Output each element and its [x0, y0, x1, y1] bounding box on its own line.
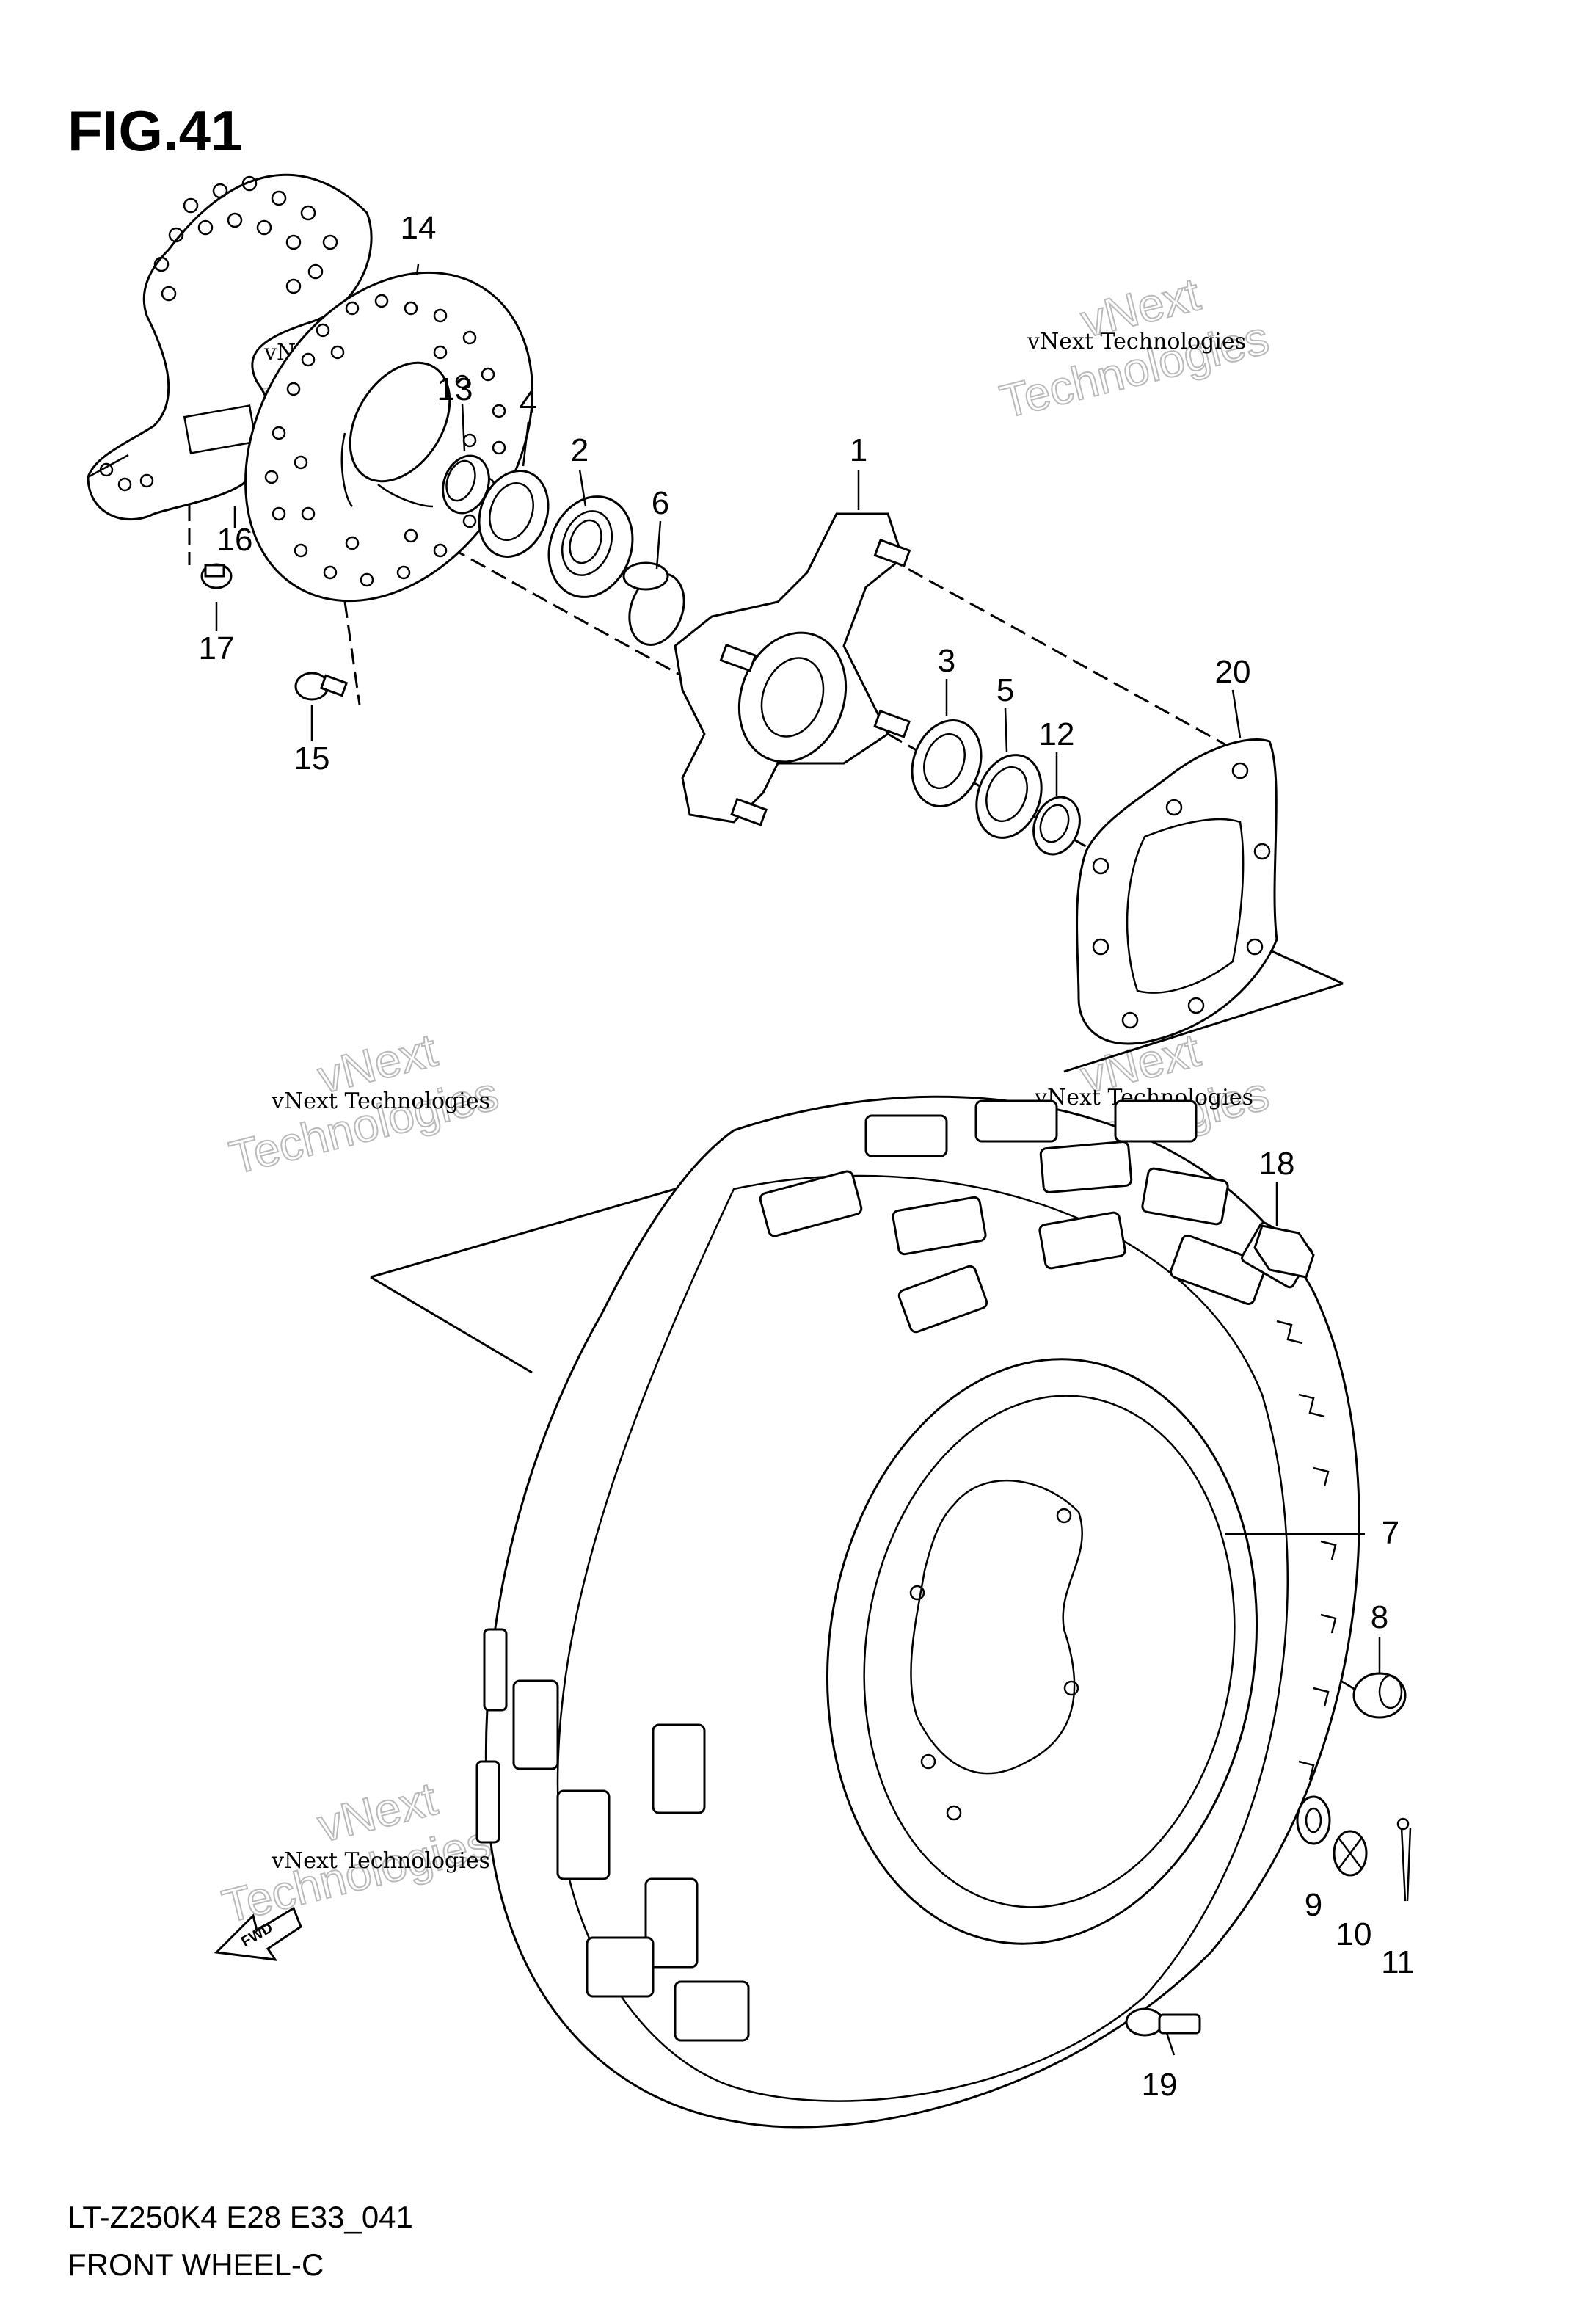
- part-8-nut: [1352, 1672, 1407, 1719]
- callout-15: 15: [294, 741, 330, 777]
- watermark-small: vNext Technologies: [271, 1088, 490, 1114]
- part-9-washer: [1296, 1795, 1331, 1845]
- part-16-disc-cover: [87, 173, 373, 521]
- callout-6: 6: [652, 485, 669, 521]
- callout-16: 16: [217, 522, 253, 558]
- callout-leaders: [215, 263, 1381, 2056]
- part-6-spacer: [622, 561, 685, 646]
- watermark-small: vNext Technologies: [271, 1848, 490, 1874]
- callout-1: 1: [850, 432, 867, 468]
- callout-2: 2: [571, 432, 589, 468]
- callout-20: 20: [1215, 654, 1251, 690]
- callout-4: 4: [520, 385, 537, 421]
- watermark-small: vNext Technologies: [1027, 329, 1246, 355]
- part-13-spacer: [442, 454, 490, 515]
- callout-5: 5: [996, 672, 1014, 708]
- figure-title: FIG.41: [68, 98, 242, 163]
- callout-14: 14: [401, 210, 437, 246]
- part-17-bolt: [200, 563, 233, 589]
- callout-10: 10: [1336, 1916, 1372, 1952]
- part-18: [1253, 1224, 1315, 1279]
- callout-11: 11: [1381, 1944, 1415, 1980]
- part-19-valve: [1125, 2007, 1201, 2037]
- part-3-bearing: [911, 719, 983, 807]
- watermark-bottom-left: vNext Technologies vNext Technologies: [216, 1771, 497, 1933]
- part-15-bolt: [294, 672, 349, 701]
- part-2-bearing: [547, 495, 634, 598]
- callout-7: 7: [1382, 1515, 1399, 1551]
- callout-17: 17: [199, 630, 235, 666]
- callout-18: 18: [1259, 1146, 1295, 1182]
- callout-13: 13: [437, 371, 473, 407]
- callout-19: 19: [1142, 2067, 1178, 2103]
- callout-8: 8: [1371, 1599, 1388, 1635]
- callout-3: 3: [938, 643, 955, 679]
- part-5-oil-seal: [975, 754, 1043, 839]
- watermark-top-right: vNext Technologies vNext Technologies: [994, 266, 1275, 429]
- diagram-name-caption: FRONT WHEEL-C: [68, 2247, 324, 2282]
- part-10-castle-nut: [1333, 1830, 1368, 1877]
- part-20-disc-guard: [1076, 738, 1278, 1045]
- model-code-caption: LT-Z250K4 E28 E33_041: [68, 2200, 413, 2234]
- watermark-mid-left: vNext Technologies vNext Technologies: [224, 1022, 504, 1185]
- callout-9: 9: [1305, 1887, 1322, 1923]
- callout-12: 12: [1039, 716, 1075, 752]
- callout-labels: 1 2 3 4 5 6 7 8 9 10 11 12 13 14 15 16 1…: [199, 210, 1415, 2103]
- part-11-cotter-pin: [1396, 1817, 1412, 1902]
- part-4-oil-seal: [478, 470, 550, 558]
- part-1-hub: [674, 512, 911, 826]
- wheel-tire-assembly: [475, 1095, 1360, 2129]
- part-12-spacer: [1032, 796, 1081, 856]
- part-14-brake-disc: [244, 271, 533, 603]
